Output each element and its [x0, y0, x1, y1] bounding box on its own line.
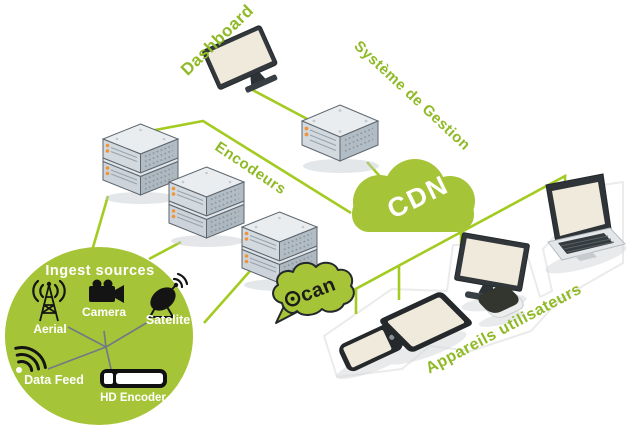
cdn-cloud: CDN [352, 159, 475, 232]
video-camera-icon [89, 279, 124, 303]
dashboard-monitor-screen [207, 30, 273, 85]
ingest-source-label-hdencoder: HD Encoder [100, 392, 166, 404]
set-top-box [478, 286, 524, 318]
laptop-touchpad [575, 252, 597, 261]
laptop [545, 173, 626, 261]
laptop-screen [552, 182, 605, 236]
dashboard-monitor [202, 25, 278, 93]
brand-spiral-icon [284, 291, 301, 307]
encoder-server-stack-1 [102, 123, 179, 196]
ingest-title: Ingest sources [45, 263, 154, 279]
brand-spiral-icon-center [290, 296, 295, 301]
connector-line [246, 85, 312, 123]
ingest-sources-group: Ingest sources Aerial Camera Satelite [5, 247, 193, 425]
hd-encoder-bar-icon [100, 369, 167, 388]
ingest-source-label-camera: Camera [82, 305, 126, 319]
ingest-hub-lines [47, 321, 149, 379]
ingest-source-label-datafeed: Data Feed [24, 373, 84, 387]
ingest-source-label-aerial: Aerial [33, 322, 66, 336]
satellite-dish-icon [148, 272, 189, 318]
management-server [301, 104, 379, 162]
connector-line [203, 270, 251, 324]
antenna-tower-icon [32, 279, 66, 322]
smartphone [339, 322, 403, 372]
encoder-server-stack-2 [168, 166, 245, 239]
brand-cloud: can [272, 261, 355, 324]
data-feed-waves-icon [14, 346, 47, 373]
connector-line [149, 119, 352, 215]
tablet [380, 292, 472, 352]
ingest-source-label-satelite: Satelite [146, 313, 191, 327]
device-shadows [336, 244, 626, 380]
connector-line [148, 240, 182, 261]
